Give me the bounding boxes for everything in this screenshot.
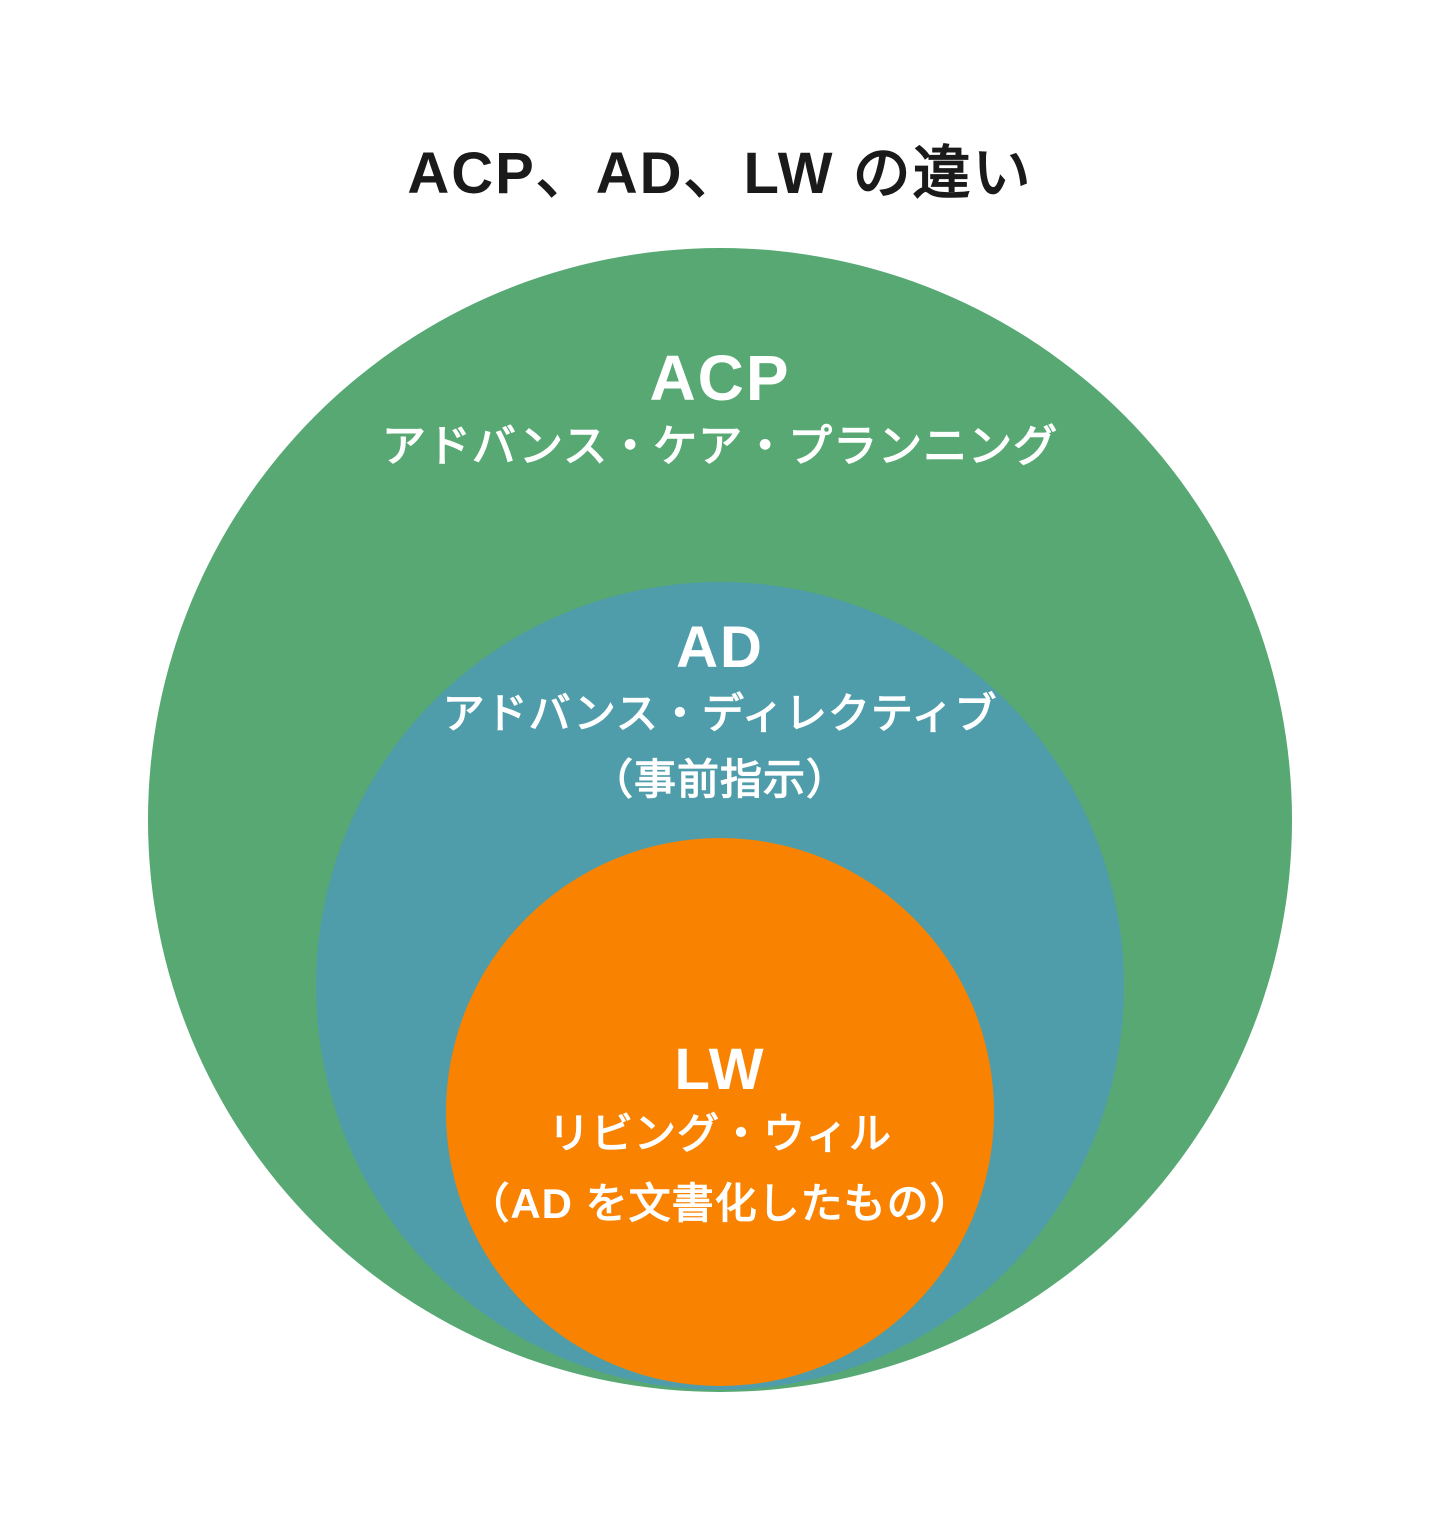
lw-full-name-label: リビング・ウィル [547,1110,892,1157]
acp-full-name-label: アドバンス・ケア・プランニング [381,422,1059,471]
acp-abbreviation-label: ACP [649,342,791,414]
ad-abbreviation-label: AD [676,615,764,680]
lw-abbreviation-label: LW [674,1037,766,1102]
page-title: ACP、AD、LW の違い [407,141,1033,206]
ad-note-label: （事前指示） [590,756,849,803]
lw-circle [446,838,994,1386]
lw-note-label: （AD を文書化したもの） [467,1180,973,1227]
ad-full-name-label: アドバンス・ディレクティブ [442,690,998,737]
